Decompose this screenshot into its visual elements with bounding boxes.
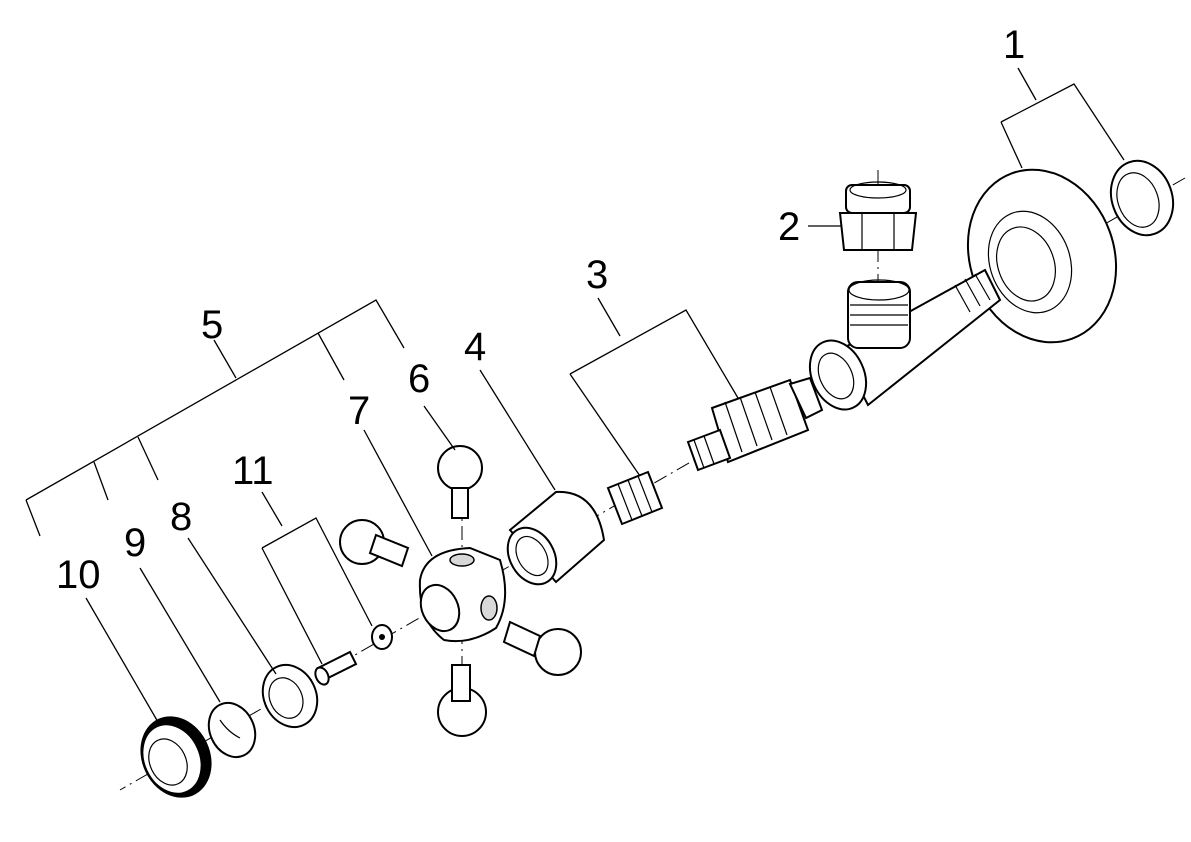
leader-3-tail xyxy=(569,373,641,477)
label-11: 11 xyxy=(232,449,274,493)
leader-5-to-10 xyxy=(25,499,41,537)
leader-5-to-8 xyxy=(137,436,159,481)
nipple-thread xyxy=(845,184,911,214)
spindle-splines xyxy=(693,435,715,469)
cap-opening xyxy=(506,526,558,586)
ring-face xyxy=(141,723,203,795)
outlet-rim xyxy=(848,279,910,301)
label-9: 9 xyxy=(124,521,146,565)
leader-10 xyxy=(85,597,159,723)
part-4-cap xyxy=(506,490,606,586)
leader-7 xyxy=(363,429,433,557)
part-8-adapter xyxy=(261,663,319,729)
adapter-splines xyxy=(617,475,653,521)
leader-4 xyxy=(479,369,556,491)
label-8: 8 xyxy=(170,495,192,539)
leader-1-tail xyxy=(1000,121,1023,169)
leader-9 xyxy=(139,567,221,703)
leader-5-bracket xyxy=(25,299,405,501)
label-7: 7 xyxy=(348,389,370,433)
part-11-screw xyxy=(314,624,393,686)
indicator-disc xyxy=(207,701,257,759)
flange-inner xyxy=(987,210,1073,314)
arm-right-stem xyxy=(502,620,542,658)
arm-top-stem xyxy=(451,487,469,519)
part-labels: 1 2 3 4 5 6 7 8 9 10 11 xyxy=(56,23,1025,597)
label-1: 1 xyxy=(1003,23,1025,67)
part-2-nipple xyxy=(838,181,918,251)
leader-11-stem xyxy=(261,491,283,527)
leader-11-bracket xyxy=(261,517,373,627)
cap-opening-inner xyxy=(515,535,549,577)
part-9-indicator xyxy=(207,701,257,759)
arm-top-ball xyxy=(437,445,483,491)
label-2: 2 xyxy=(778,205,800,249)
indicator-mark xyxy=(219,719,241,739)
valve-body xyxy=(808,268,1002,411)
part-3-headpart xyxy=(606,376,824,526)
flange-bore xyxy=(996,226,1056,302)
flange-ring xyxy=(1109,159,1175,237)
label-10: 10 xyxy=(56,553,101,597)
leader-3-bracket xyxy=(569,309,739,399)
outlet-thread xyxy=(850,304,908,326)
nipple-hex xyxy=(838,212,918,251)
label-5: 5 xyxy=(201,303,223,347)
leader-lines xyxy=(25,67,1125,723)
leader-8 xyxy=(187,537,277,675)
screw-head xyxy=(314,666,330,686)
arm-left-stem xyxy=(368,533,410,568)
adapter-ring-inner xyxy=(268,677,304,719)
leader-5-stem xyxy=(213,339,237,379)
cap-body xyxy=(508,490,606,584)
inlet-bore xyxy=(817,352,855,400)
arm-right-ball xyxy=(534,628,582,676)
adapter-ring xyxy=(261,663,319,729)
leader-5-to-7 xyxy=(317,332,345,381)
washer-hole xyxy=(379,634,385,640)
part-1-flange xyxy=(966,159,1175,344)
hub-top-bore xyxy=(449,553,475,567)
flange-ring-inner xyxy=(1116,172,1160,228)
nipple-rim xyxy=(849,181,907,199)
nipple-hex-edges xyxy=(861,213,895,250)
leader-11-tail xyxy=(261,547,323,665)
label-3: 3 xyxy=(586,253,608,297)
label-6: 6 xyxy=(408,357,430,401)
hub-side-bore xyxy=(480,595,498,621)
part-10-ring xyxy=(140,716,212,798)
leader-1-bracket xyxy=(1000,83,1125,161)
valve-body-thread xyxy=(954,273,991,313)
leader-5-to-9 xyxy=(93,461,109,501)
leader-1-stem xyxy=(1017,67,1037,101)
headpart-rings xyxy=(724,386,788,453)
ring-bore xyxy=(148,738,188,786)
part-6-handle-arms xyxy=(339,445,582,737)
arm-bottom-stem xyxy=(451,664,471,702)
headpart-stem-end xyxy=(788,376,824,420)
leader-6 xyxy=(423,405,456,451)
part-7-handle-hub xyxy=(418,546,507,643)
label-4: 4 xyxy=(464,325,486,369)
hub-front-bore xyxy=(419,583,461,633)
flange-rosette xyxy=(966,168,1118,344)
leader-3-stem xyxy=(597,297,621,337)
